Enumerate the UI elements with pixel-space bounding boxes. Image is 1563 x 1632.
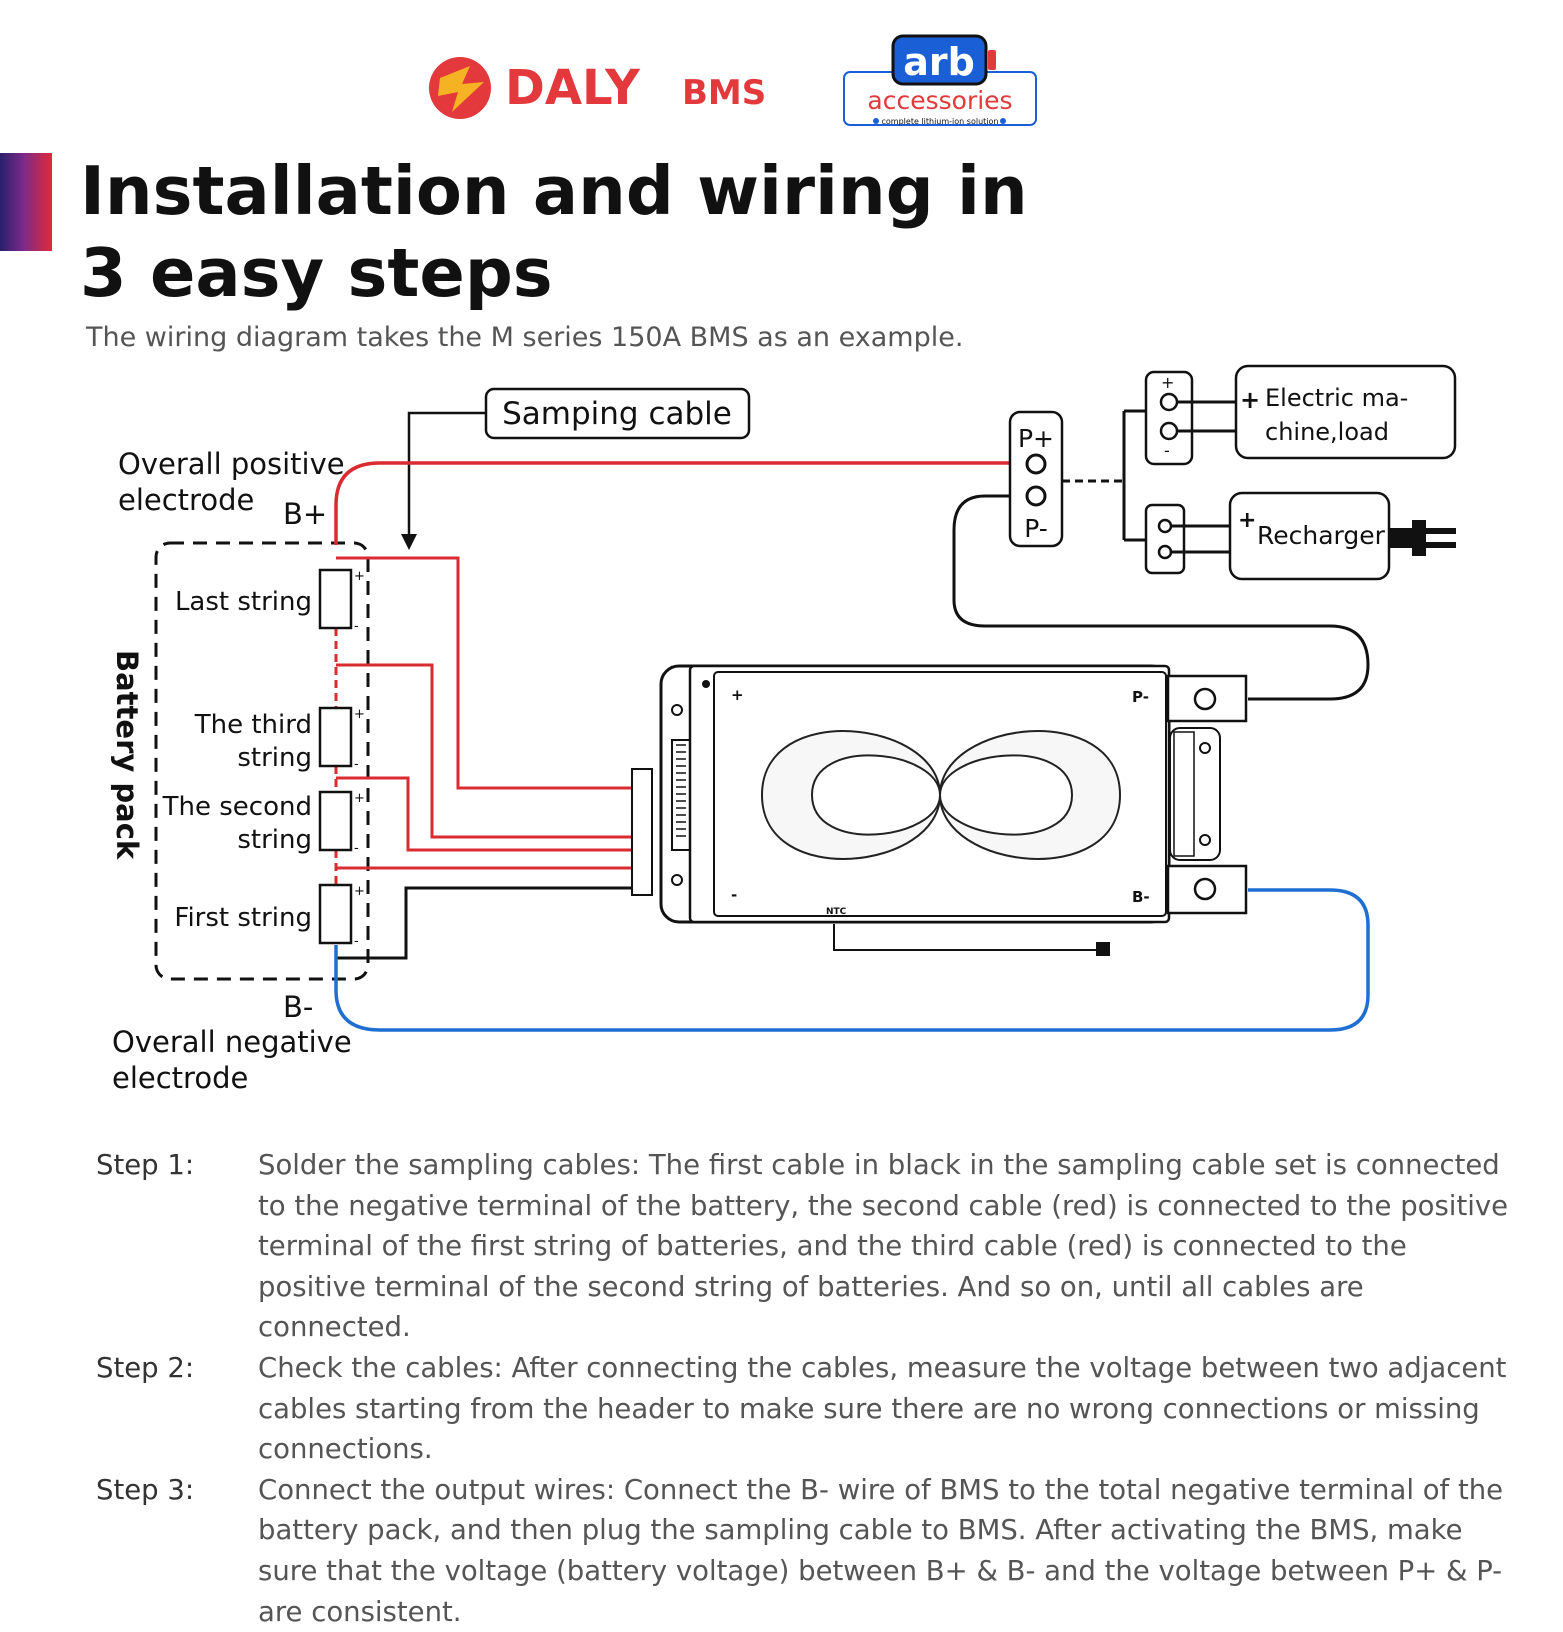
negative-main-wire bbox=[334, 888, 1370, 1032]
cell-second bbox=[318, 790, 353, 852]
bms-board bbox=[631, 664, 1248, 956]
load-box bbox=[1234, 364, 1457, 460]
first-string-label: First string bbox=[174, 903, 312, 933]
bms-b-minus-label: B- bbox=[1132, 888, 1150, 906]
bms-plus-label: + bbox=[731, 686, 744, 704]
cell-last bbox=[318, 568, 353, 630]
p-port: P+ P- bbox=[1008, 410, 1064, 548]
overall-positive-line1: Overall positive bbox=[118, 447, 345, 481]
battery-pack-label: Battery pack bbox=[110, 650, 144, 860]
bms-minus-label: - bbox=[731, 886, 737, 904]
bms-p-minus-label: P- bbox=[1132, 688, 1149, 706]
positive-main-wire bbox=[334, 461, 1036, 545]
diagram-label: - bbox=[354, 757, 359, 772]
page-title: Installation and wiring in 3 easy steps bbox=[80, 150, 1028, 314]
diagram-label: + bbox=[354, 791, 365, 806]
step-2-label: Step 2: bbox=[96, 1351, 195, 1384]
step-2: Step 2: Check the cables: After connecti… bbox=[96, 1348, 1516, 1470]
sampling-wires bbox=[336, 556, 632, 870]
title-accent-bar bbox=[0, 153, 52, 251]
second-string-label-1: The second bbox=[162, 792, 312, 822]
diagram-label: + bbox=[1240, 386, 1260, 414]
sampling-cable-label: Samping cable bbox=[502, 396, 732, 432]
steps-list: Step 1: Solder the sampling cables: The … bbox=[96, 1145, 1516, 1632]
overall-negative-line2: electrode bbox=[112, 1061, 248, 1095]
recharger-box bbox=[1228, 491, 1391, 581]
third-string-label-1: The third bbox=[194, 710, 312, 740]
step-1-label: Step 1: bbox=[96, 1149, 195, 1181]
diagram-label: + bbox=[1161, 373, 1174, 392]
logo-tagline: complete lithium-ion solution bbox=[882, 117, 999, 126]
title-line-2: 3 easy steps bbox=[80, 234, 553, 312]
arb-accessories-logo: arb accessories complete lithium-ion sol… bbox=[843, 34, 1037, 126]
daly-logo: DALY BMS bbox=[429, 57, 766, 119]
step-1-text: Solder the sampling cables: The first ca… bbox=[258, 1149, 1509, 1344]
load-label-2: chine,load bbox=[1265, 418, 1389, 446]
recharger-label: Recharger bbox=[1257, 521, 1386, 550]
p-minus-label: P- bbox=[1024, 514, 1048, 543]
b-plus-label: B+ bbox=[283, 497, 327, 531]
step-1: Step 1: Solder the sampling cables: The … bbox=[96, 1145, 1516, 1348]
arb-logo-text: arb bbox=[903, 40, 975, 84]
accessories-logo-text: accessories bbox=[867, 86, 1012, 115]
diagram-label: + bbox=[354, 707, 365, 722]
load-connector: + - bbox=[1144, 370, 1236, 466]
wiring-diagram: DALY BMS arb accessories complete lithiu… bbox=[110, 34, 1457, 1095]
subtitle: The wiring diagram takes the M series 15… bbox=[86, 322, 964, 353]
load-label-1: Electric ma- bbox=[1265, 384, 1408, 412]
b-minus-label: B- bbox=[283, 990, 313, 1024]
battery-cells bbox=[318, 568, 353, 945]
step-3: Step 3: Connect the output wires: Connec… bbox=[96, 1470, 1516, 1632]
recharger-connector bbox=[1144, 503, 1230, 575]
step-3-text: Connect the output wires: Connect the B-… bbox=[258, 1473, 1504, 1628]
p-minus-wire bbox=[952, 494, 1370, 701]
step-2-text: Check the cables: After connecting the c… bbox=[258, 1351, 1507, 1466]
sampling-cable-callout: Samping cable bbox=[401, 387, 751, 550]
power-plug-icon bbox=[1390, 520, 1456, 556]
diagram-label: - bbox=[354, 934, 359, 949]
overall-positive-line2: electrode bbox=[118, 483, 254, 517]
step-3-label: Step 3: bbox=[96, 1473, 195, 1506]
second-string-label-2: string bbox=[237, 825, 312, 855]
diagram-label: + bbox=[1238, 508, 1256, 533]
daly-brand-text: DALY bbox=[505, 60, 641, 116]
diagram-label: + bbox=[354, 884, 365, 899]
overall-negative-line1: Overall negative bbox=[112, 1025, 352, 1059]
cell-third bbox=[318, 706, 353, 768]
last-string-label: Last string bbox=[175, 587, 312, 617]
p-plus-label: P+ bbox=[1018, 424, 1054, 453]
third-string-label-2: string bbox=[237, 743, 312, 773]
diagram-label: - bbox=[1164, 441, 1170, 460]
battery-pack-outline bbox=[154, 541, 370, 981]
diagram-label: - bbox=[354, 619, 359, 634]
bms-ntc-label: NTC bbox=[826, 907, 847, 917]
diagram-label: - bbox=[354, 841, 359, 856]
title-line-1: Installation and wiring in bbox=[80, 152, 1028, 230]
diagram-label: + bbox=[354, 569, 365, 584]
daly-brand-suffix: BMS bbox=[682, 73, 766, 113]
cell-first bbox=[318, 883, 353, 945]
